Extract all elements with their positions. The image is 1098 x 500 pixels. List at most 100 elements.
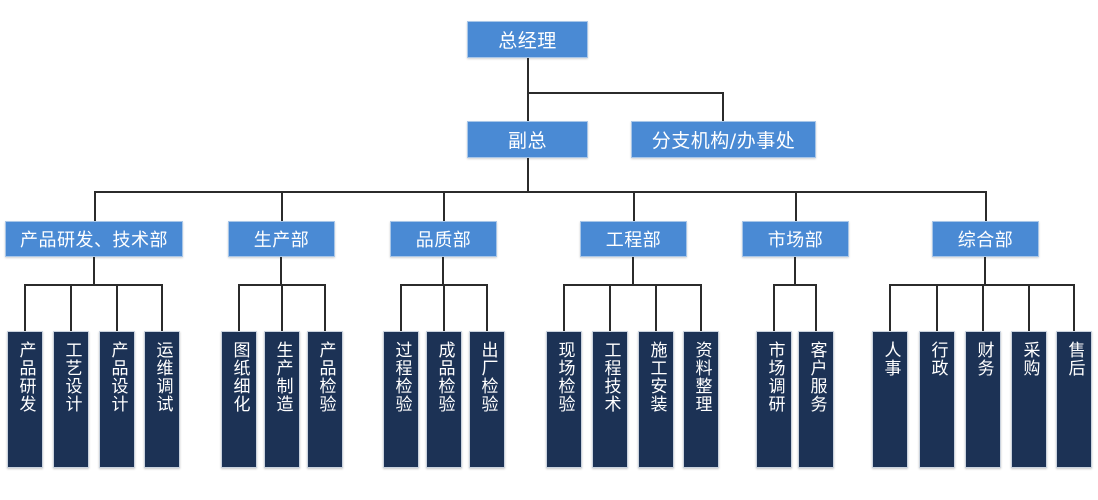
- node-leaf-2-2[interactable]: 出厂检验: [469, 331, 505, 468]
- node-leaf-5-2-label: 财务: [973, 341, 994, 377]
- node-leaf-5-4-label: 售后: [1064, 341, 1085, 377]
- connector-drop-branch: [722, 92, 724, 122]
- node-leaf-3-3[interactable]: 资料整理: [683, 331, 719, 468]
- node-leaf-3-0[interactable]: 现场检验: [546, 331, 582, 468]
- node-leaf-0-0[interactable]: 产品研发: [7, 331, 43, 468]
- node-department-5[interactable]: 综合部: [932, 221, 1039, 257]
- connector-group-2-stem: [442, 257, 444, 285]
- connector-drop-dept-2: [443, 191, 445, 221]
- node-general-manager-label: 总经理: [498, 30, 557, 52]
- connector-leaf-2-2: [486, 284, 488, 331]
- connector-leaf-5-3: [1028, 284, 1030, 331]
- connector-leaf-0-1: [70, 284, 72, 331]
- connector-leaf-2-1: [443, 284, 445, 331]
- connector-leaf-3-2: [655, 284, 657, 331]
- connector-group-0-bus: [24, 284, 162, 286]
- node-department-5-label: 综合部: [957, 230, 1014, 251]
- node-leaf-5-4[interactable]: 售后: [1056, 331, 1092, 468]
- node-leaf-3-1[interactable]: 工程技术: [592, 331, 628, 468]
- node-leaf-1-1[interactable]: 生产制造: [264, 331, 300, 468]
- node-leaf-3-1-label: 工程技术: [600, 341, 621, 413]
- connector-group-4-stem: [794, 257, 796, 285]
- node-leaf-5-3[interactable]: 采购: [1011, 331, 1047, 468]
- node-leaf-1-2[interactable]: 产品检验: [307, 331, 343, 468]
- node-department-2-label: 品质部: [415, 230, 472, 251]
- node-leaf-0-1-label: 工艺设计: [61, 341, 82, 413]
- connector-group-1-stem: [280, 257, 282, 285]
- node-department-3-label: 工程部: [605, 230, 662, 251]
- node-leaf-1-1-label: 生产制造: [272, 341, 293, 413]
- node-leaf-0-3[interactable]: 运维调试: [144, 331, 180, 468]
- node-leaf-5-2[interactable]: 财务: [965, 331, 1001, 468]
- node-leaf-0-2-label: 产品设计: [107, 341, 128, 413]
- node-leaf-5-1[interactable]: 行政: [919, 331, 955, 468]
- connector-leaf-3-0: [563, 284, 565, 331]
- node-leaf-0-3-label: 运维调试: [152, 341, 173, 413]
- node-leaf-4-0[interactable]: 市场调研: [756, 331, 792, 468]
- node-leaf-2-1-label: 成品检验: [434, 341, 455, 413]
- node-leaf-2-0[interactable]: 过程检验: [383, 331, 419, 468]
- node-department-0[interactable]: 产品研发、技术部: [5, 221, 183, 257]
- node-deputy-general[interactable]: 副总: [467, 121, 588, 158]
- connector-group-4-bus: [773, 284, 817, 286]
- connector-leaf-0-3: [161, 284, 163, 331]
- node-department-4[interactable]: 市场部: [742, 221, 849, 257]
- node-leaf-2-2-label: 出厂检验: [477, 341, 498, 413]
- connector-drop-dept-0: [94, 191, 96, 221]
- connector-leaf-1-0: [238, 284, 240, 331]
- connector-drop-dept-3: [633, 191, 635, 221]
- connector-department-bus: [94, 191, 987, 193]
- node-leaf-5-0[interactable]: 人事: [872, 331, 908, 468]
- node-leaf-5-0-label: 人事: [880, 341, 901, 377]
- node-department-1[interactable]: 生产部: [228, 221, 335, 257]
- connector-leaf-2-0: [400, 284, 402, 331]
- node-leaf-4-1-label: 客户服务: [806, 341, 827, 413]
- node-leaf-0-1[interactable]: 工艺设计: [53, 331, 89, 468]
- node-leaf-0-2[interactable]: 产品设计: [99, 331, 135, 468]
- node-leaf-1-0[interactable]: 图纸细化: [221, 331, 257, 468]
- node-leaf-2-0-label: 过程检验: [391, 341, 412, 413]
- node-leaf-5-3-label: 采购: [1019, 341, 1040, 377]
- node-leaf-4-1[interactable]: 客户服务: [798, 331, 834, 468]
- node-department-3[interactable]: 工程部: [580, 221, 687, 257]
- connector-drop-dept-5: [985, 191, 987, 221]
- connector-deputy-stem: [527, 158, 529, 193]
- connector-leaf-5-0: [889, 284, 891, 331]
- node-deputy-general-label: 副总: [507, 130, 547, 152]
- connector-leaf-0-0: [24, 284, 26, 331]
- connector-group-3-bus: [563, 284, 701, 286]
- connector-leaf-5-1: [936, 284, 938, 331]
- connector-level2-bus: [527, 92, 724, 94]
- node-leaf-4-0-label: 市场调研: [764, 341, 785, 413]
- node-leaf-3-3-label: 资料整理: [691, 341, 712, 413]
- node-leaf-3-0-label: 现场检验: [554, 341, 575, 413]
- connector-drop-deputy: [527, 92, 529, 122]
- node-leaf-2-1[interactable]: 成品检验: [426, 331, 462, 468]
- connector-drop-dept-1: [281, 191, 283, 221]
- node-general-manager[interactable]: 总经理: [467, 21, 588, 58]
- connector-leaf-1-2: [324, 284, 326, 331]
- connector-leaf-5-4: [1073, 284, 1075, 331]
- connector-group-3-stem: [632, 257, 634, 285]
- connector-leaf-4-1: [815, 284, 817, 331]
- node-branch-office[interactable]: 分支机构/办事处: [631, 121, 816, 158]
- connector-group-5-stem: [984, 257, 986, 285]
- connector-group-0-stem: [93, 257, 95, 285]
- node-leaf-1-0-label: 图纸细化: [229, 341, 250, 413]
- node-department-4-label: 市场部: [767, 230, 824, 251]
- node-leaf-3-2-label: 施工安装: [646, 341, 667, 413]
- node-department-2[interactable]: 品质部: [390, 221, 497, 257]
- connector-drop-dept-4: [795, 191, 797, 221]
- connector-leaf-5-2: [982, 284, 984, 331]
- connector-leaf-3-1: [609, 284, 611, 331]
- node-branch-office-label: 分支机构/办事处: [651, 130, 796, 152]
- connector-leaf-4-0: [773, 284, 775, 331]
- node-leaf-3-2[interactable]: 施工安装: [638, 331, 674, 468]
- connector-gm-stem: [527, 58, 529, 93]
- node-department-0-label: 产品研发、技术部: [20, 230, 168, 251]
- node-leaf-5-1-label: 行政: [927, 341, 948, 377]
- connector-leaf-0-2: [116, 284, 118, 331]
- node-leaf-0-0-label: 产品研发: [15, 341, 36, 413]
- node-department-1-label: 生产部: [253, 230, 310, 251]
